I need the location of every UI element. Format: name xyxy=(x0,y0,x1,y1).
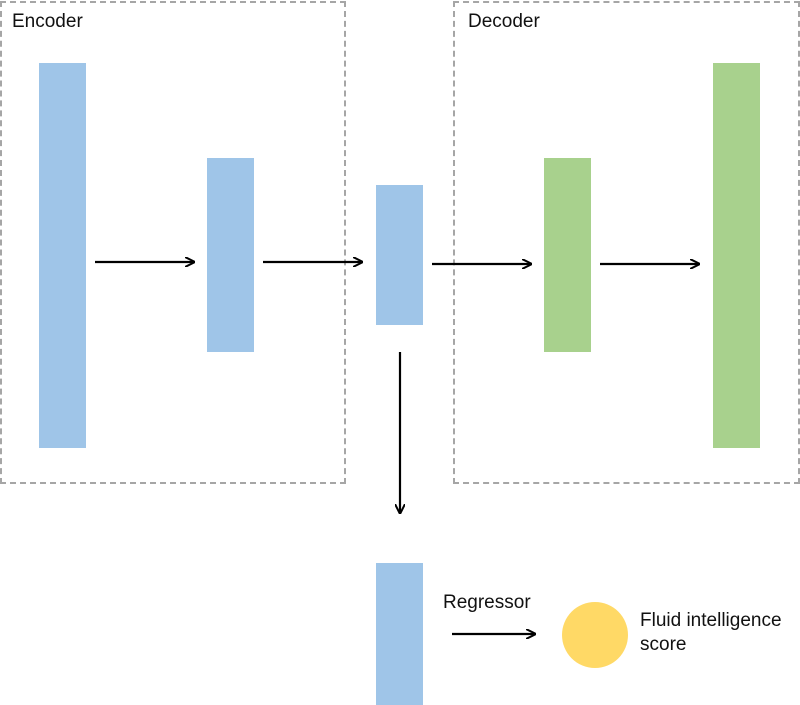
encoder-label: Encoder xyxy=(12,11,83,32)
decoder-group xyxy=(453,1,800,484)
encoder-group xyxy=(0,1,346,484)
decoder-layer-2 xyxy=(713,63,760,448)
encoder-layer-2 xyxy=(207,158,254,352)
regressor-layer xyxy=(376,563,423,705)
encoder-layer-1 xyxy=(39,63,86,448)
output-node xyxy=(562,602,628,668)
output-label: Fluid intelligence score xyxy=(640,610,782,655)
regressor-label: Regressor xyxy=(443,592,531,613)
decoder-layer-1 xyxy=(544,158,591,352)
latent-layer xyxy=(376,185,423,325)
decoder-label: Decoder xyxy=(468,11,540,32)
